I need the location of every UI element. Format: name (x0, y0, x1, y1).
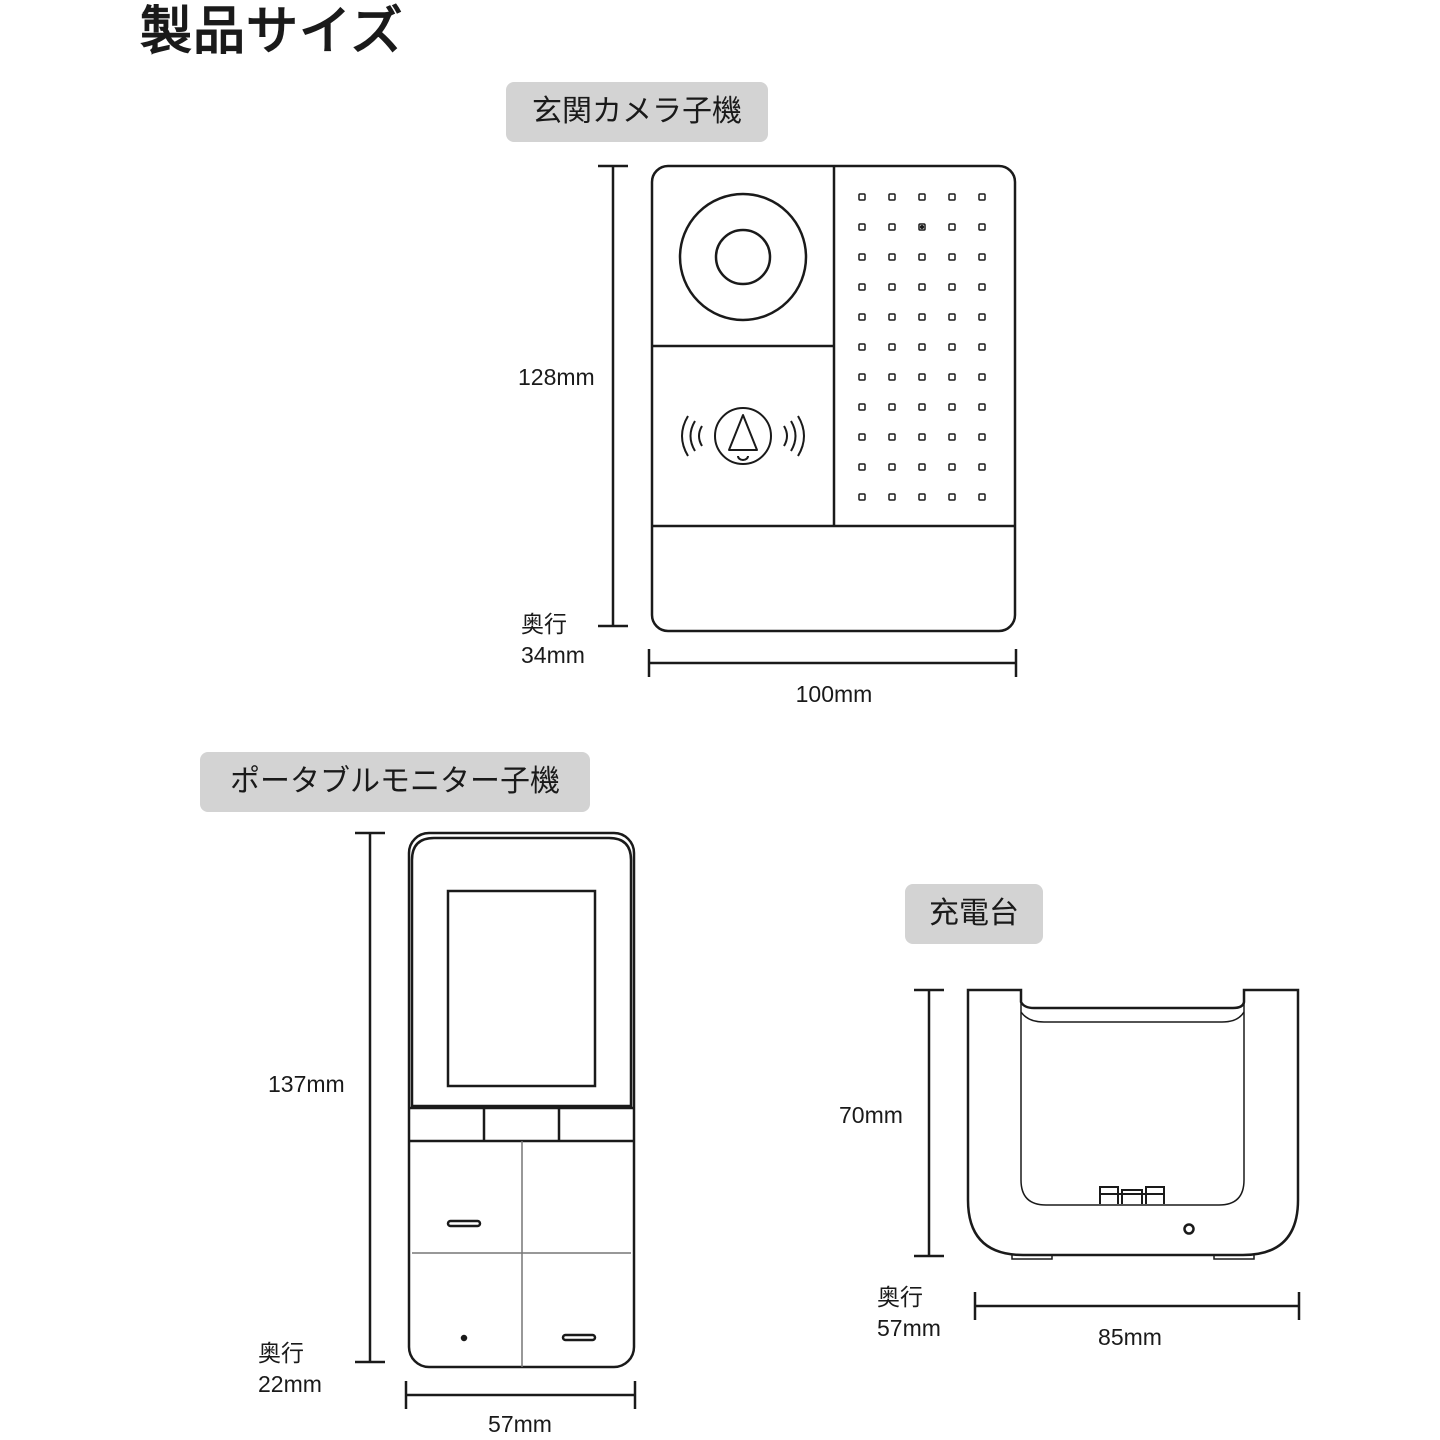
speaker-hole (888, 313, 896, 321)
speaker-hole (948, 283, 956, 291)
speaker-hole (948, 193, 956, 201)
charger-height-dimension-line (914, 988, 944, 1258)
monitor-width-dimension-line (404, 1381, 637, 1409)
speaker-hole (978, 433, 986, 441)
speaker-hole (858, 253, 866, 261)
speaker-hole (918, 433, 926, 441)
camera-width-label: 100mm (795, 681, 873, 707)
speaker-hole (948, 493, 956, 501)
speaker-hole (858, 313, 866, 321)
speaker-hole (978, 373, 986, 381)
speaker-hole (918, 403, 926, 411)
speaker-hole (978, 283, 986, 291)
speaker-hole (858, 433, 866, 441)
charger-section-label: 充電台 (905, 884, 1043, 944)
charger-width-label: 85mm (1098, 1324, 1162, 1350)
speaker-hole (888, 493, 896, 501)
charger-width-dimension-line (973, 1292, 1301, 1320)
camera-lens-icon (678, 192, 808, 322)
monitor-section-label: ポータブルモニター子機 (200, 752, 590, 812)
speaker-hole (918, 493, 926, 501)
doorbell-button-icon (681, 407, 805, 465)
charging-stand-drawing (966, 988, 1300, 1260)
speaker-hole (918, 253, 926, 261)
monitor-screen-bezel (410, 836, 633, 1108)
monitor-talk-key (446, 1219, 482, 1228)
speaker-hole (858, 283, 866, 291)
speaker-hole (978, 493, 986, 501)
speaker-hole (888, 373, 896, 381)
camera-width-dimension-line (647, 649, 1018, 677)
speaker-hole (918, 343, 926, 351)
monitor-end-key (561, 1333, 597, 1342)
speaker-hole (888, 463, 896, 471)
monitor-mic-hole (460, 1334, 468, 1342)
speaker-hole (948, 463, 956, 471)
monitor-width-label: 57mm (488, 1411, 552, 1437)
speaker-hole (888, 223, 896, 231)
speaker-hole (978, 343, 986, 351)
camera-depth-caption: 奥行 (521, 611, 567, 637)
speaker-hole (948, 253, 956, 261)
charger-contacts (1099, 1186, 1165, 1204)
speaker-hole (858, 343, 866, 351)
camera-height-label: 128mm (518, 364, 595, 390)
sensor-dot (919, 224, 925, 230)
speaker-hole (918, 223, 926, 231)
charger-indicator-led (1183, 1223, 1195, 1235)
camera-depth-label: 34mm (521, 642, 585, 668)
monitor-depth-caption: 奥行 (258, 1340, 304, 1366)
speaker-hole (978, 313, 986, 321)
charger-height-label: 70mm (839, 1102, 903, 1128)
speaker-hole (948, 403, 956, 411)
speaker-hole (948, 313, 956, 321)
speaker-hole (858, 193, 866, 201)
speaker-hole (978, 223, 986, 231)
speaker-hole (858, 223, 866, 231)
page-title: 製品サイズ (140, 2, 404, 62)
speaker-hole (888, 193, 896, 201)
speaker-hole (888, 283, 896, 291)
monitor-depth-label: 22mm (258, 1371, 322, 1397)
speaker-hole (858, 493, 866, 501)
door-camera-drawing (650, 164, 1017, 633)
camera-height-dimension-line (598, 164, 628, 628)
speaker-hole (948, 343, 956, 351)
speaker-hole (858, 403, 866, 411)
speaker-hole (888, 433, 896, 441)
speaker-hole (918, 313, 926, 321)
charger-depth-caption: 奥行 (877, 1284, 923, 1310)
monitor-height-label: 137mm (268, 1071, 345, 1097)
speaker-hole (978, 463, 986, 471)
speaker-hole (918, 463, 926, 471)
monitor-height-dimension-line (355, 831, 385, 1364)
speaker-grille (858, 193, 986, 501)
charger-outline (966, 988, 1300, 1257)
speaker-hole (888, 343, 896, 351)
speaker-hole (948, 223, 956, 231)
speaker-hole (888, 253, 896, 261)
speaker-hole (918, 193, 926, 201)
speaker-hole (888, 403, 896, 411)
speaker-hole (948, 433, 956, 441)
speaker-hole (918, 373, 926, 381)
speaker-hole (918, 283, 926, 291)
speaker-hole (948, 373, 956, 381)
charger-depth-label: 57mm (877, 1315, 941, 1341)
portable-monitor-drawing (407, 831, 636, 1369)
speaker-hole (978, 403, 986, 411)
monitor-screen (446, 889, 597, 1088)
speaker-hole (858, 463, 866, 471)
speaker-hole (978, 193, 986, 201)
camera-section-label: 玄関カメラ子機 (506, 82, 768, 142)
speaker-hole (858, 373, 866, 381)
speaker-hole (978, 253, 986, 261)
